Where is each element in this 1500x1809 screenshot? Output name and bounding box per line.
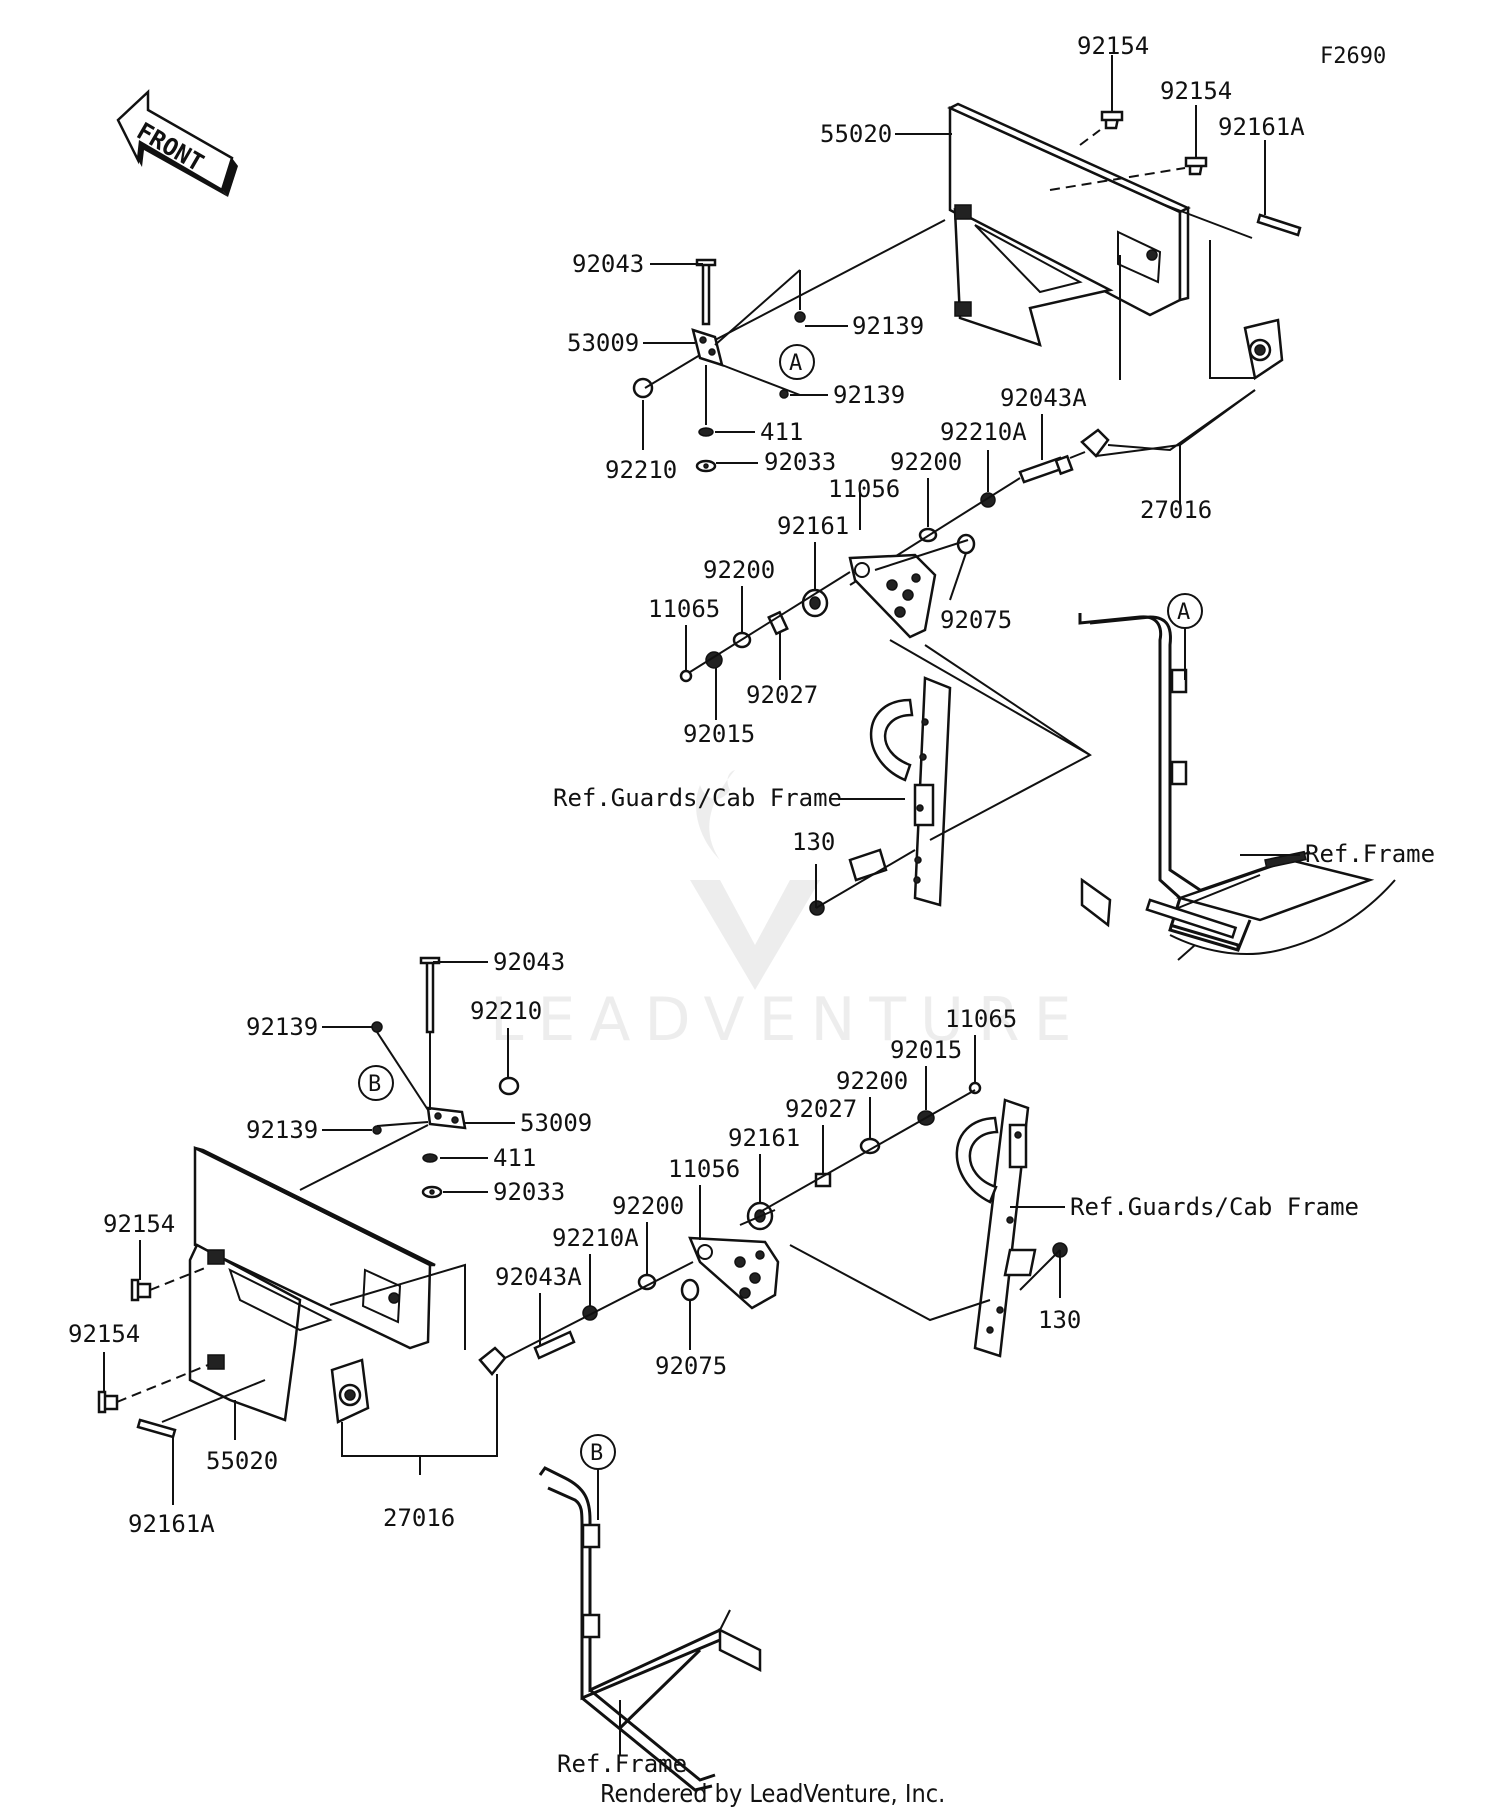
label-53009-bottom: 53009 bbox=[520, 1109, 592, 1137]
label-92210-bottom: 92210 bbox=[470, 997, 542, 1025]
label-27016-bottom: 27016 bbox=[383, 1504, 455, 1532]
label-92139-a-bottom: 92139 bbox=[246, 1013, 318, 1041]
label-92043-bottom: 92043 bbox=[493, 948, 565, 976]
label-55020-bottom: 55020 bbox=[206, 1447, 278, 1475]
spacer-chain-top bbox=[679, 539, 969, 683]
callout-a-top: A bbox=[779, 344, 815, 380]
guards-cab-frame-bottom bbox=[789, 1098, 1068, 1358]
bolt-92154-b-bottom bbox=[97, 1352, 209, 1414]
top-assembly: A bbox=[553, 32, 1435, 961]
plate-11056-bottom bbox=[680, 1236, 780, 1310]
render-credit: Rendered by LeadVenture, Inc. bbox=[600, 1779, 945, 1808]
label-92075-top: 92075 bbox=[940, 606, 1012, 634]
label-411-top: 411 bbox=[760, 418, 803, 446]
callout-b-bottom: B bbox=[358, 1065, 394, 1101]
strip-92161A-bottom bbox=[136, 1379, 266, 1505]
label-92139-b-top: 92139 bbox=[833, 381, 905, 409]
label-ref-guards-top: Ref.Guards/Cab Frame bbox=[553, 784, 842, 812]
bracket-53009-top bbox=[632, 219, 946, 473]
ref-frame-top bbox=[1078, 613, 1396, 961]
callout-a-frame: A bbox=[1167, 593, 1203, 680]
label-92075-bottom: 92075 bbox=[655, 1352, 727, 1380]
label-92200-a-bottom: 92200 bbox=[836, 1067, 908, 1095]
label-92154-b-top: 92154 bbox=[1160, 77, 1232, 105]
bolt-92154-a-bottom bbox=[130, 1240, 206, 1302]
label-92161A-top: 92161A bbox=[1218, 113, 1305, 141]
plate-11056-top bbox=[848, 490, 937, 639]
svg-text:B: B bbox=[590, 1441, 603, 1466]
guards-cab-frame-top bbox=[809, 639, 1092, 916]
bottom-assembly: B bbox=[68, 948, 1359, 1792]
front-arrow-icon: FRONT bbox=[116, 89, 238, 197]
label-92210-top: 92210 bbox=[605, 456, 677, 484]
label-92200-b-bottom: 92200 bbox=[612, 1192, 684, 1220]
label-92210A-top: 92210A bbox=[940, 418, 1027, 446]
spacer-chain-bottom bbox=[739, 1081, 982, 1231]
fender-panel-55020-top bbox=[947, 102, 1191, 347]
label-92154-b-bottom: 92154 bbox=[68, 1320, 140, 1348]
label-92027-bottom: 92027 bbox=[785, 1095, 857, 1123]
label-92161A-bottom: 92161A bbox=[128, 1510, 215, 1538]
label-11065-top: 11065 bbox=[648, 595, 720, 623]
label-11065-bottom: 11065 bbox=[945, 1005, 1017, 1033]
label-53009-top: 53009 bbox=[567, 329, 639, 357]
label-130-bottom: 130 bbox=[1038, 1306, 1081, 1334]
label-ref-frame-bottom: Ref.Frame bbox=[557, 1750, 687, 1778]
svg-text:A: A bbox=[789, 351, 802, 376]
label-92015-bottom: 92015 bbox=[890, 1036, 962, 1064]
label-130-top: 130 bbox=[792, 828, 835, 856]
label-11056-bottom: 11056 bbox=[668, 1155, 740, 1183]
label-411-bottom: 411 bbox=[493, 1144, 536, 1172]
label-92043-top: 92043 bbox=[572, 250, 644, 278]
label-92139-b-bottom: 92139 bbox=[246, 1116, 318, 1144]
label-ref-frame-top: Ref.Frame bbox=[1305, 840, 1435, 868]
figure-code: F2690 bbox=[1320, 44, 1386, 69]
bolt-92154-b bbox=[1184, 105, 1208, 176]
bolt-92154-a bbox=[1100, 55, 1124, 130]
label-11056-top: 11056 bbox=[828, 475, 900, 503]
label-92161-bottom: 92161 bbox=[728, 1124, 800, 1152]
label-92200-b-top: 92200 bbox=[703, 556, 775, 584]
label-92154-a-bottom: 92154 bbox=[103, 1210, 175, 1238]
callout-b-frame: B bbox=[580, 1434, 616, 1520]
label-92139-a-top: 92139 bbox=[852, 312, 924, 340]
label-92033-top: 92033 bbox=[764, 448, 836, 476]
label-92200-a-top: 92200 bbox=[890, 448, 962, 476]
label-92154-a-top: 92154 bbox=[1077, 32, 1149, 60]
label-92210A-bottom: 92210A bbox=[552, 1224, 639, 1252]
label-92015-top: 92015 bbox=[683, 720, 755, 748]
label-ref-guards-bottom: Ref.Guards/Cab Frame bbox=[1070, 1193, 1359, 1221]
lamp-27016-top bbox=[1080, 240, 1284, 505]
label-92043A-bottom: 92043A bbox=[495, 1263, 582, 1291]
label-92033-bottom: 92033 bbox=[493, 1178, 565, 1206]
label-92043A-top: 92043A bbox=[1000, 384, 1087, 412]
label-55020-top: 55020 bbox=[820, 120, 892, 148]
lamp-27016-bottom bbox=[329, 1263, 507, 1475]
bracket-53009-bottom bbox=[299, 956, 520, 1199]
label-92161-top: 92161 bbox=[777, 512, 849, 540]
label-27016-top: 27016 bbox=[1140, 496, 1212, 524]
fender-panel-55020-bottom bbox=[188, 1145, 436, 1422]
label-92027-top: 92027 bbox=[746, 681, 818, 709]
ref-frame-bottom bbox=[538, 1466, 762, 1792]
svg-text:A: A bbox=[1177, 600, 1190, 625]
strip-92161A-top bbox=[1164, 140, 1302, 239]
svg-text:B: B bbox=[368, 1072, 381, 1097]
